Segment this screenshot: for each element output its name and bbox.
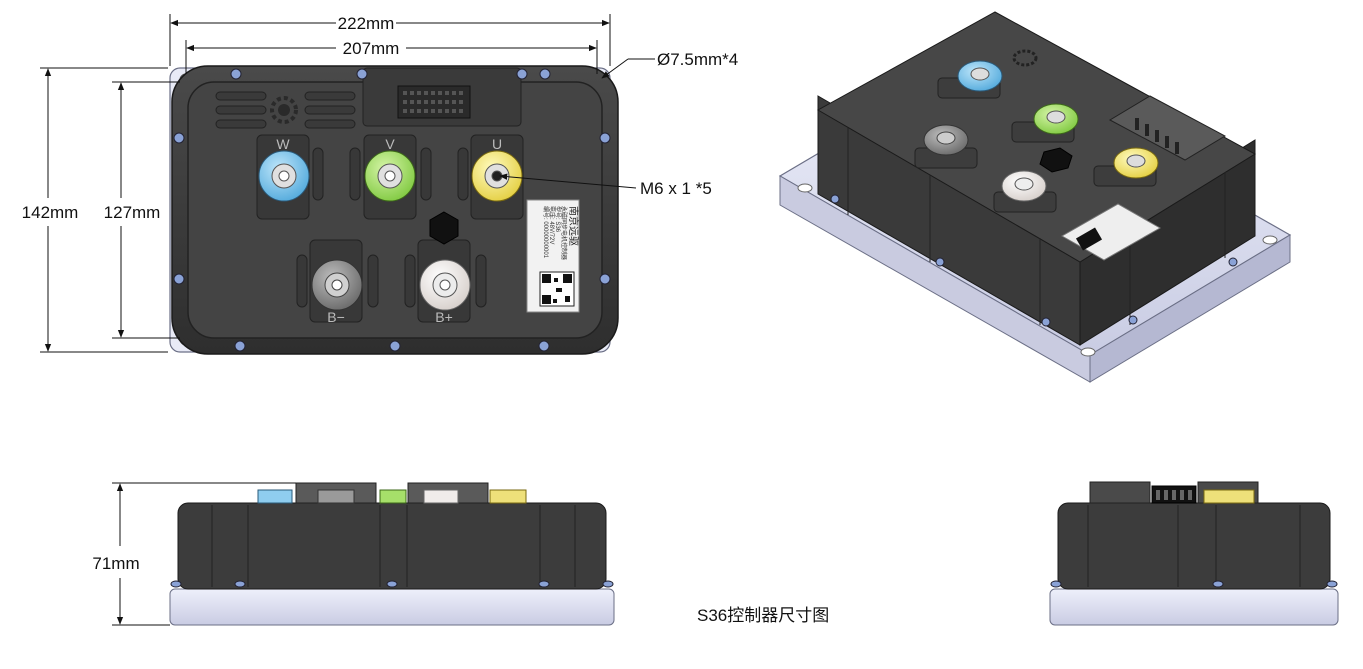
- iso-terminal-v: [1033, 103, 1079, 135]
- terminal-b-plus: [419, 259, 471, 311]
- vent-plug: [429, 211, 459, 245]
- svg-text:电压: 48V/72V: 电压: 48V/72V: [548, 206, 556, 244]
- side-housing: [177, 502, 607, 590]
- side-view-front: 71mm: [92, 482, 615, 626]
- terminal-v: [364, 150, 416, 202]
- dim-hole-spacing-height-label: 127mm: [104, 203, 161, 222]
- svg-text:永磁同步电机控制器: 永磁同步电机控制器: [560, 206, 568, 260]
- terminal-v-label: V: [385, 136, 395, 152]
- side-base-plate: [169, 588, 615, 626]
- terminal-b-minus-label: B−: [327, 309, 345, 325]
- label-plate: 南京远驱 永磁同步电机控制器 型号: S36 电压: 48V/72V 编号: 0…: [526, 199, 580, 313]
- end-housing: [1057, 502, 1331, 590]
- dim-mount-hole-leader: [601, 58, 655, 79]
- gear-icon: [270, 96, 298, 124]
- iso-terminal-w: [957, 60, 1003, 92]
- dim-overall-width: [169, 14, 611, 66]
- dim-terminal-thread-leader: [499, 173, 637, 189]
- terminal-b-minus: [311, 259, 363, 311]
- svg-text:南京远驱: 南京远驱: [567, 206, 580, 246]
- iso-terminal-b-minus: [923, 124, 969, 156]
- terminal-b-plus-label: B+: [435, 309, 453, 325]
- iso-mount-holes: [797, 183, 1278, 357]
- dim-hole-spacing-width: [185, 40, 598, 74]
- housing-screws: [173, 68, 611, 352]
- terminal-w: [258, 150, 310, 202]
- top-view: W V U B− B+ 南京远驱 永磁同: [22, 14, 738, 355]
- iso-terminal-b-plus: [1001, 170, 1047, 202]
- iso-label-plate: [1060, 203, 1162, 261]
- dim-terminal-thread-label: M6 x 1 *5: [640, 179, 712, 198]
- dim-hole-spacing-height: [112, 81, 180, 339]
- dim-thickness-label: 71mm: [92, 554, 139, 573]
- iso-terminal-u: [1113, 147, 1159, 179]
- figure-caption: S36控制器尺寸图: [697, 606, 830, 625]
- iso-vent-plug: [1039, 147, 1073, 173]
- dim-overall-height-label: 142mm: [22, 203, 79, 222]
- isometric-view: [778, 11, 1292, 383]
- dim-mount-hole-label: Ø7.5mm*4: [657, 50, 738, 69]
- terminal-u: [471, 150, 523, 202]
- terminal-u-label: U: [492, 136, 502, 152]
- dim-thickness: [112, 482, 296, 626]
- terminal-w-label: W: [276, 136, 290, 152]
- iso-gear-icon: [1012, 49, 1038, 67]
- dim-overall-height: [40, 67, 168, 353]
- dim-overall-width-label: 222mm: [338, 14, 395, 33]
- side-view-end: [1049, 481, 1339, 626]
- vent-slots: [215, 91, 356, 129]
- svg-text:型号: S36: 型号: S36: [554, 206, 562, 233]
- end-base-plate: [1049, 588, 1339, 626]
- signal-connector: [362, 67, 522, 127]
- dim-hole-spacing-width-label: 207mm: [343, 39, 400, 58]
- svg-text:编号: 00000000001: 编号: 00000000001: [542, 206, 550, 259]
